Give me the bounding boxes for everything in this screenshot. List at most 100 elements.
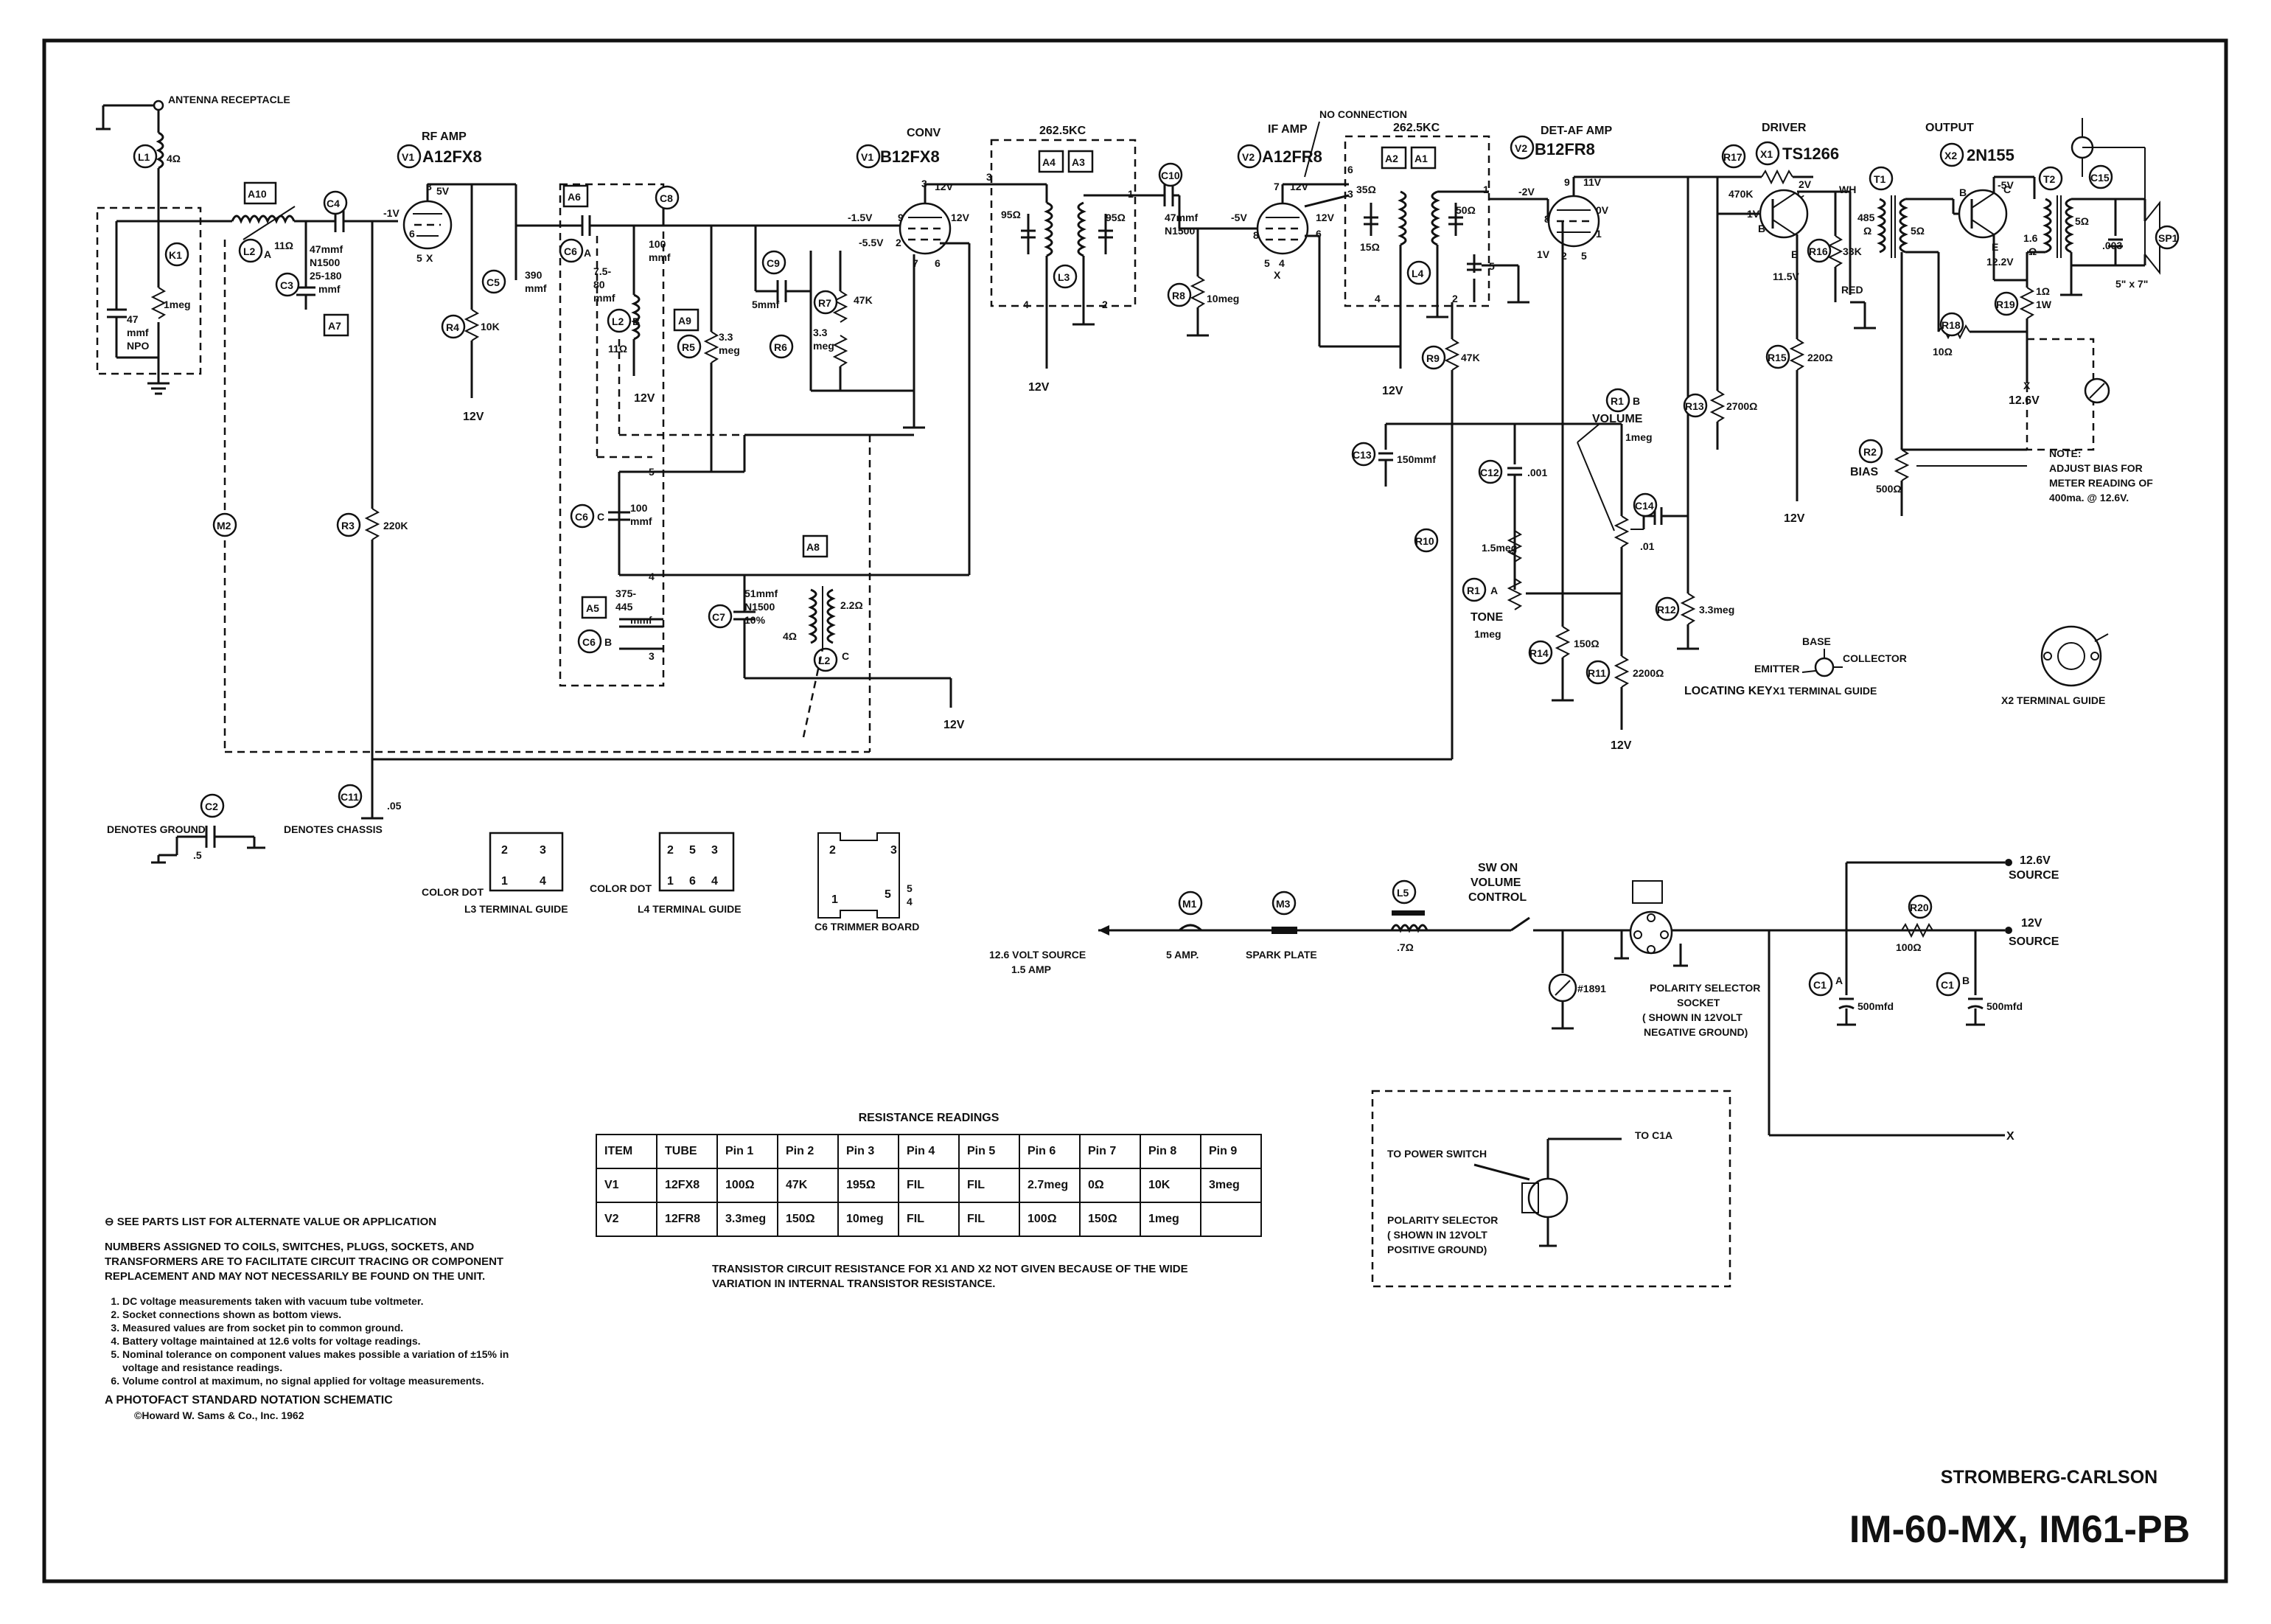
note-line-2: METER READING OF [2049,477,2153,489]
svg-text:L2: L2 [612,316,624,327]
svg-text:95Ω: 95Ω [1106,212,1126,223]
svg-text:12V: 12V [463,411,484,423]
svg-text:15Ω: 15Ω [1360,241,1380,253]
resistance-cell: 12FX8 [656,1168,718,1203]
antenna-label: ANTENNA RECEPTACLE [168,94,290,105]
svg-text:L2: L2 [243,245,256,257]
svg-text:4: 4 [1375,293,1381,304]
polarity-line-1: POLARITY SELECTOR [1650,982,1760,994]
svg-text:R8: R8 [1172,290,1185,302]
driver-label: DRIVER [1762,122,1807,134]
svg-text:C6: C6 [575,511,588,523]
resistance-cell: 195Ω [837,1168,899,1203]
svg-text:12.6V: 12.6V [2009,394,2040,407]
svg-text:4: 4 [711,875,718,888]
resistance-cell: 2.7meg [1019,1168,1081,1203]
svg-text:95Ω: 95Ω [1001,209,1021,220]
svg-text:C12: C12 [1480,467,1499,478]
svg-text:SP1: SP1 [2158,232,2178,244]
note-item: Measured values are from socket pin to c… [122,1321,517,1334]
svg-text:9: 9 [1564,176,1570,188]
svg-text:1.5meg: 1.5meg [1482,542,1517,554]
svg-text:3.3: 3.3 [813,327,828,338]
svg-text:12.2V: 12.2V [1986,256,2014,268]
svg-text:3.3: 3.3 [719,331,733,343]
svg-text:C: C [597,511,604,523]
svg-text:mmf: mmf [525,282,547,294]
svg-text:R10: R10 [1415,535,1434,547]
svg-text:485: 485 [1857,212,1875,223]
power-supply: 12.6 VOLT SOURCE 1.5 AMP M1 5 AMP. M3 SP… [989,854,2059,1288]
rf-amp-label: RF AMP [422,130,467,143]
svg-text:375-: 375- [615,588,636,599]
svg-text:mmf: mmf [649,251,671,263]
copyright: ©Howard W. Sams & Co., Inc. 1962 [134,1409,304,1421]
svg-text:.001: .001 [1527,467,1547,478]
model-number: IM-60-MX, IM61-PB [1849,1508,2191,1551]
svg-text:R1: R1 [1467,585,1480,596]
svg-text:100: 100 [630,502,648,514]
svg-text:500mfd: 500mfd [1857,1000,1894,1012]
svg-text:2V: 2V [1799,178,1812,190]
source-12-6: 12.6 VOLT SOURCE [989,949,1086,961]
x1-guide-label: X1 TERMINAL GUIDE [1773,685,1877,697]
svg-text:35Ω: 35Ω [1356,184,1376,195]
resistance-cell: 3.3meg [716,1202,778,1237]
color-dot-label-1: COLOR DOT [422,886,484,898]
svg-text:5Ω: 5Ω [2075,215,2089,227]
resistance-cell: 10K [1140,1168,1201,1203]
svg-text:L5: L5 [1397,887,1409,899]
svg-text:A4: A4 [1042,156,1056,168]
svg-text:6: 6 [935,257,941,269]
svg-text:V2: V2 [1242,151,1255,163]
polarity-line-3: ( SHOWN IN 12VOLT [1642,1011,1743,1023]
svg-text:8: 8 [426,181,432,192]
svg-text:T2: T2 [2043,173,2056,185]
svg-text:X: X [1274,269,1281,281]
svg-text:A1: A1 [1414,153,1428,164]
svg-text:7: 7 [913,257,918,269]
svg-text:M3: M3 [1276,898,1291,910]
svg-text:8: 8 [1253,229,1259,241]
svg-text:5: 5 [1264,257,1270,269]
source-amp: 1.5 AMP [1011,963,1051,975]
svg-text:390: 390 [525,269,543,281]
svg-text:2: 2 [1452,293,1458,304]
svg-text:2: 2 [1102,299,1108,310]
svg-text:M2: M2 [217,520,231,532]
svg-text:470K: 470K [1728,188,1753,200]
svg-text:6: 6 [689,875,696,888]
svg-text:100Ω: 100Ω [1896,941,1922,953]
svg-text:NPO: NPO [127,340,149,352]
src-12-label: 12V [2021,917,2042,930]
svg-text:C7: C7 [712,611,725,623]
polarity-line-4: NEGATIVE GROUND) [1644,1026,1748,1038]
svg-text:R17: R17 [1723,151,1743,163]
resistance-cell: 3meg [1200,1168,1262,1203]
svg-text:4: 4 [1279,257,1285,269]
svg-text:2: 2 [896,237,901,248]
svg-text:2: 2 [829,844,836,857]
svg-text:3: 3 [540,844,546,857]
svg-text:12V: 12V [634,392,655,405]
resistance-cell: 47K [777,1168,839,1203]
svg-text:E: E [1791,248,1798,260]
svg-text:X: X [2023,380,2031,391]
resistance-header-cell: Pin 8 [1140,1134,1201,1169]
svg-text:R13: R13 [1685,400,1704,412]
svg-text:.003: .003 [2102,240,2122,251]
svg-text:220Ω: 220Ω [1807,352,1833,363]
svg-text:A: A [1835,975,1843,986]
antenna-section: ANTENNA RECEPTACLE L1 4Ω K1 1meg 47 mmf … [96,94,290,395]
resistance-header-cell: Pin 9 [1200,1134,1262,1169]
converter-stage: A6 C6 A 7.5- 80 mmf L2 B 11Ω A9 12V C8 1… [559,127,995,752]
svg-text:-5V: -5V [1231,212,1247,223]
svg-text:1V: 1V [1537,248,1550,260]
svg-text:445: 445 [615,601,633,613]
denotes-chassis: DENOTES CHASSIS [284,823,383,835]
svg-text:C9: C9 [767,257,780,269]
